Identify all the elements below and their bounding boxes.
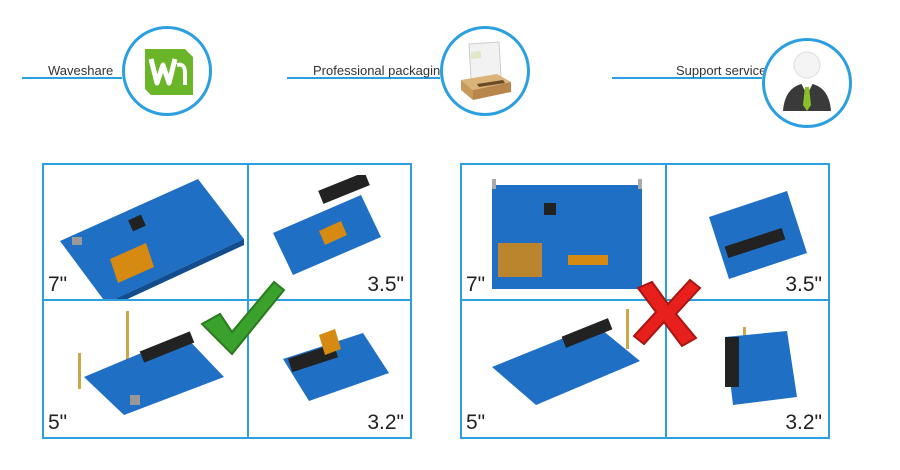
compatible-cell-7: 7" bbox=[44, 165, 249, 301]
incompatible-cell-7: 7" bbox=[462, 165, 667, 301]
lcd-board-5-icon bbox=[78, 311, 224, 415]
incompatible-grid: 7" 3.5" 5" 3.2" bbox=[460, 163, 830, 439]
package-box-icon bbox=[440, 26, 530, 116]
incompatible-cell-5: 5" bbox=[462, 301, 667, 437]
cross-mark-icon bbox=[632, 278, 702, 348]
lcd-board-3-5-icon bbox=[273, 175, 381, 275]
incompatible-size-5: 5" bbox=[466, 411, 486, 434]
incompatible-size-7: 7" bbox=[466, 273, 486, 296]
compatible-cell-3-2: 3.2" bbox=[249, 301, 410, 437]
lcd-board-5-angled-icon bbox=[492, 309, 640, 405]
compatible-size-7: 7" bbox=[48, 273, 68, 296]
compatible-size-3-5: 3.5" bbox=[367, 273, 404, 296]
feature-label-waveshare: Waveshare bbox=[48, 63, 114, 78]
compatible-size-3-2: 3.2" bbox=[367, 411, 404, 434]
feature-line-1 bbox=[22, 77, 122, 79]
compatible-size-5: 5" bbox=[48, 411, 68, 434]
lcd-board-7-icon bbox=[60, 179, 244, 299]
check-mark-icon bbox=[200, 280, 286, 356]
compatible-cell-3-5: 3.5" bbox=[249, 165, 410, 301]
waveshare-logo-icon bbox=[122, 26, 212, 116]
incompatible-cell-3-5: 3.5" bbox=[667, 165, 828, 301]
feature-line-3 bbox=[612, 77, 762, 79]
support-person-icon bbox=[762, 38, 852, 128]
feature-label-support: Support service bbox=[676, 63, 767, 78]
compatible-cell-5: 5" bbox=[44, 301, 249, 437]
lcd-board-3-5-tilted-icon bbox=[709, 191, 807, 279]
lcd-board-7-front-icon bbox=[492, 179, 642, 289]
incompatible-size-3-2: 3.2" bbox=[785, 411, 822, 434]
feature-label-packaging: Professional packaging bbox=[313, 63, 448, 78]
incompatible-size-3-5: 3.5" bbox=[785, 273, 822, 296]
lcd-board-3-2-icon bbox=[283, 329, 389, 401]
compatible-grid: 7" 3.5" 5" 3.2" bbox=[42, 163, 412, 439]
feature-line-2 bbox=[287, 77, 440, 79]
incompatible-cell-3-2: 3.2" bbox=[667, 301, 828, 437]
lcd-board-3-2-small-icon bbox=[725, 327, 797, 405]
